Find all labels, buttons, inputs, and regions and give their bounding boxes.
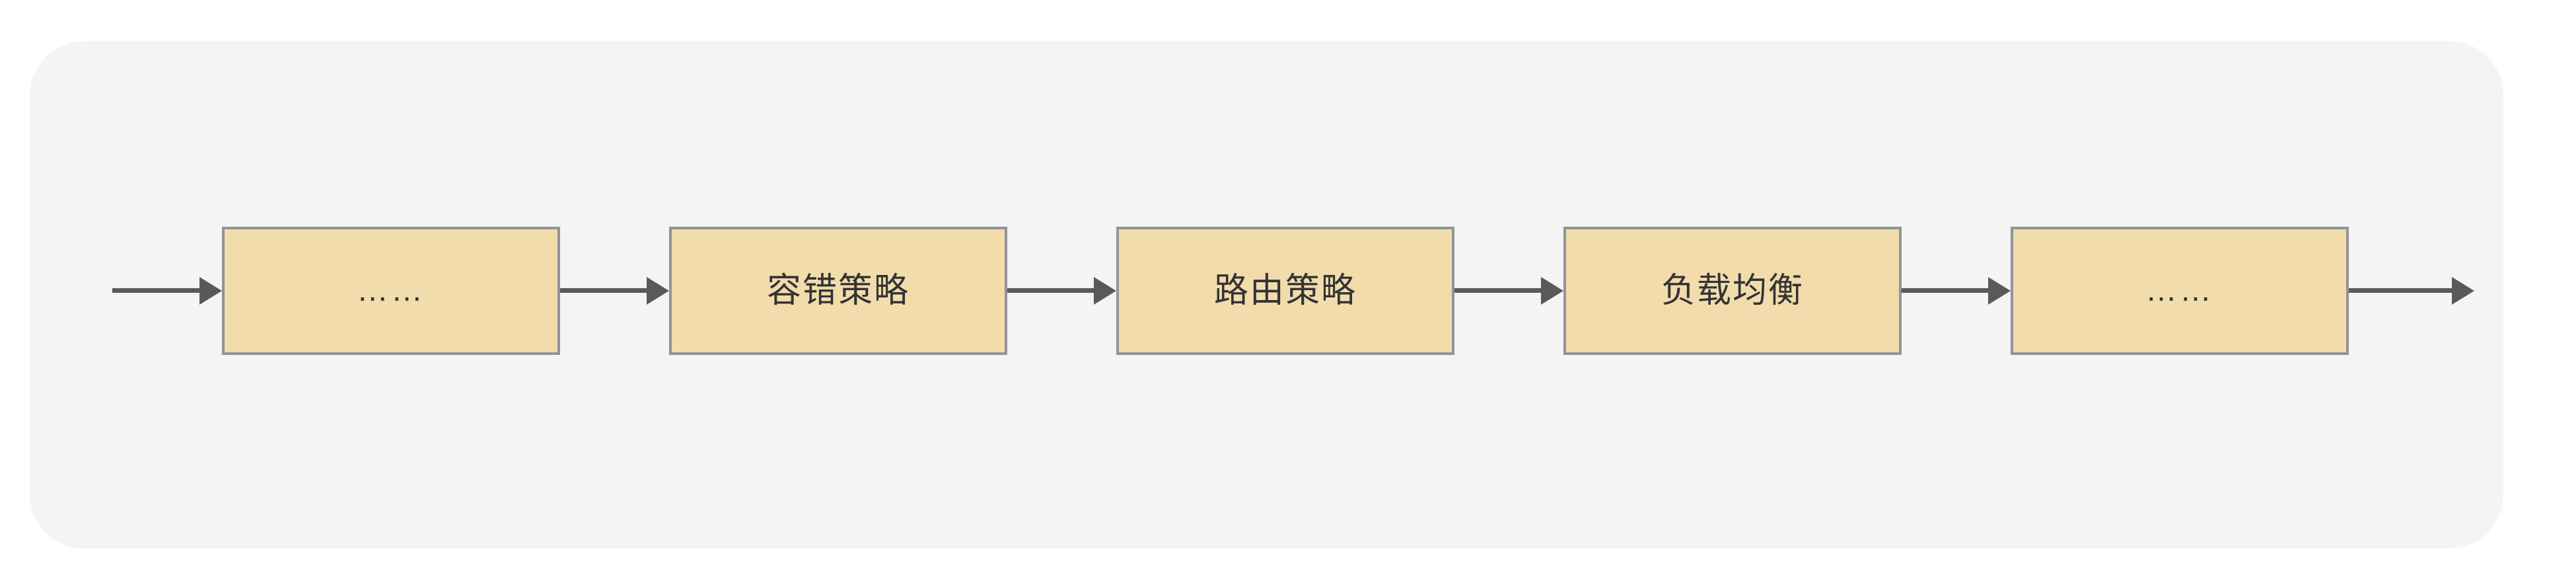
connector-arrow-2-head-icon — [1094, 276, 1116, 305]
entry-arrow-shaft — [112, 288, 200, 293]
flow-node-3-label: 路由策略 — [1213, 271, 1357, 310]
entry-arrow-head-icon — [199, 276, 222, 305]
exit-arrow — [2349, 276, 2474, 305]
connector-arrow-4-head-icon — [1988, 276, 2011, 305]
flow-node-5-label: …… — [2145, 272, 2214, 308]
exit-arrow-shaft — [2349, 288, 2452, 293]
connector-arrow-2 — [1007, 276, 1116, 305]
connector-arrow-2-shaft — [1007, 288, 1094, 293]
flow-node-3[interactable]: 路由策略 — [1116, 226, 1454, 355]
connector-arrow-3 — [1454, 276, 1563, 305]
entry-arrow — [112, 276, 222, 305]
connector-arrow-1-shaft — [560, 288, 647, 293]
flow-node-4[interactable]: 负载均衡 — [1563, 226, 1902, 355]
flow-node-1[interactable]: …… — [222, 226, 560, 355]
exit-arrow-head-icon — [2452, 276, 2474, 305]
connector-arrow-4 — [1902, 276, 2011, 305]
connector-arrow-4-shaft — [1902, 288, 1989, 293]
flow-node-2[interactable]: 容错策略 — [669, 226, 1007, 355]
flow-node-2-label: 容错策略 — [766, 271, 910, 310]
connector-arrow-1-head-icon — [647, 276, 669, 305]
connector-arrow-1 — [560, 276, 669, 305]
flow-node-5[interactable]: …… — [2011, 226, 2349, 355]
flow-node-1-label: …… — [357, 272, 425, 308]
left-margin-spacer — [0, 290, 112, 291]
flow-node-4-label: 负载均衡 — [1661, 271, 1804, 310]
connector-arrow-3-head-icon — [1541, 276, 1563, 305]
connector-arrow-3-shaft — [1454, 288, 1542, 293]
